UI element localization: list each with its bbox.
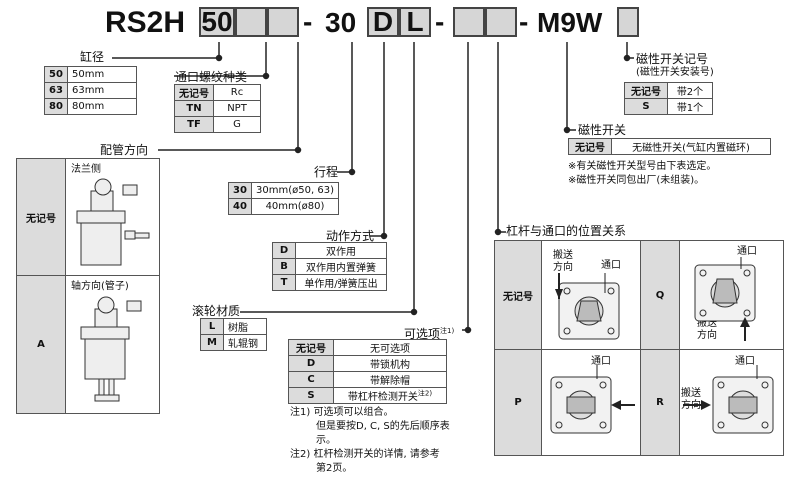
stroke-code: 30 xyxy=(325,7,357,38)
lever-key-r: R xyxy=(641,350,680,455)
table-row: 无记号无可选项 xyxy=(288,339,447,356)
switch-count-box xyxy=(617,7,639,37)
switch-code: M9W xyxy=(537,7,603,38)
dir-label: 方向 xyxy=(697,330,717,341)
lever-port-panel: 无记号 Q P R 搬送 方向 通口 通口 搬送 方向 通口 xyxy=(494,240,784,456)
options-title: 可选项注1) xyxy=(404,327,455,341)
action-box: D xyxy=(367,7,399,37)
auto-switch-note-1: ※有关磁性开关型号由下表选定。 xyxy=(568,161,717,172)
piping-box xyxy=(267,7,299,37)
piping-flange-label: 法兰侧 xyxy=(71,164,101,175)
lever-drawing-q xyxy=(694,257,756,341)
cylinder-flange-drawing xyxy=(76,178,150,266)
roller-title: 滚轮材质 xyxy=(192,304,241,318)
dir-label: 搬送 xyxy=(553,250,573,261)
auto-switch-note-2: ※磁性开关同包出厂(未组装)。 xyxy=(568,175,705,186)
dir-label: 搬送 xyxy=(681,388,701,399)
auto-switch-title: 磁性开关 xyxy=(578,123,627,137)
switch-count-title: 磁性开关记号 xyxy=(636,52,709,66)
lever-key-q: Q xyxy=(641,241,680,349)
option-box-2 xyxy=(485,7,517,37)
port-thread-title: 通口螺纹种类 xyxy=(175,70,248,84)
port-label: 通口 xyxy=(591,356,611,367)
roller-box: L xyxy=(399,7,431,37)
bore-box: 50 xyxy=(199,7,235,37)
options-note-4: 注2) 杠杆检测开关的详情, 请参考 xyxy=(290,449,440,460)
port-label: 通口 xyxy=(737,246,757,257)
lever-key-p: P xyxy=(495,350,542,455)
stroke-title: 行程 xyxy=(314,165,339,179)
options-note-1: 注1) 可选项可以组合。 xyxy=(290,407,394,418)
options-note-3: 示。 xyxy=(316,435,336,446)
port-thread-box xyxy=(235,7,267,37)
piping-key-a: A xyxy=(17,276,66,413)
switch-count-subtitle: (磁性开关安装号) xyxy=(636,67,714,78)
lever-drawing-r xyxy=(683,365,774,434)
model-prefix: RS2H xyxy=(105,6,186,39)
model-dash: - xyxy=(303,6,313,37)
lever-drawing-none xyxy=(555,273,620,340)
option-box-1 xyxy=(453,7,485,37)
bore-title: 缸径 xyxy=(80,50,105,64)
lever-port-title: 杠杆与通口的位置关系 xyxy=(506,224,627,238)
port-label: 通口 xyxy=(735,356,755,367)
auto-switch-table: 无记号无磁性开关(气缸内置磁环) xyxy=(568,138,771,155)
piping-key-none: 无记号 xyxy=(17,159,66,276)
options-note-5: 第2页。 xyxy=(316,463,353,474)
dir-label: 方向 xyxy=(553,262,573,273)
piping-panel: 无记号 A 法兰侧 轴方向(管子) xyxy=(16,158,160,414)
lever-key-none: 无记号 xyxy=(495,241,542,349)
lever-drawing-p xyxy=(550,365,635,434)
port-label: 通口 xyxy=(601,260,621,271)
cylinder-axial-drawing xyxy=(80,296,142,402)
table-row: 无记号无磁性开关(气缸内置磁环) xyxy=(568,138,771,155)
piping-axial-label: 轴方向(管子) xyxy=(71,281,129,292)
action-title: 动作方式 xyxy=(326,229,375,243)
piping-title: 配管方向 xyxy=(100,143,149,157)
table-row: 无记号带2个 xyxy=(624,82,713,99)
options-note-2: 但是要按D, C, S的先后顺序表 xyxy=(316,421,450,432)
model-dash: - xyxy=(435,6,445,37)
model-dash: - xyxy=(519,6,529,37)
dir-label: 搬送 xyxy=(697,318,717,329)
